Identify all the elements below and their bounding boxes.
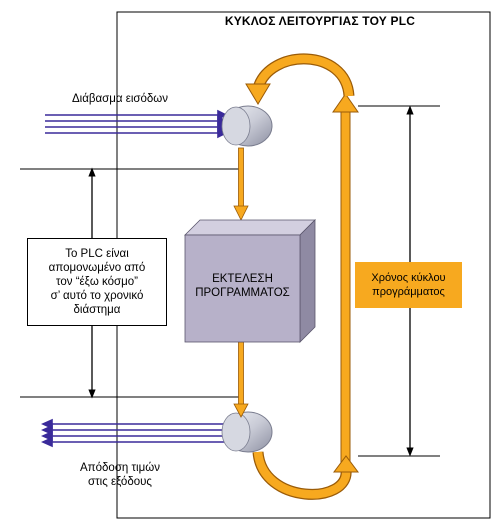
isolation-note-line-3: τον “έξω κόσμο” — [56, 276, 138, 288]
isolation-note-box: Το PLC είναι απομονωμένο από τον “έξω κό… — [27, 238, 167, 326]
input-signal-lines — [45, 109, 228, 139]
isolation-note-line-1: Το PLC είναι — [65, 248, 129, 260]
cycle-time-line-1: Χρόνος κύκλου — [371, 272, 446, 284]
program-execution-line-1: ΕΚΤΕΛΕΣΗ — [212, 273, 273, 285]
program-execution-label: ΕΚΤΕΛΕΣΗ ΠΡΟΓΡΑΜΜΑΤΟΣ — [185, 272, 300, 300]
input-read-node — [221, 105, 273, 147]
read-inputs-label: Διάβασμα εισόδων — [71, 93, 169, 105]
write-outputs-line-2: στις εξόδους — [88, 476, 152, 488]
cycle-return-loop — [245, 53, 359, 500]
program-execution-block — [184, 219, 316, 343]
write-outputs-line-1: Απόδοση τιμών — [80, 462, 160, 474]
write-outputs-label: Απόδοση τιμών στις εξόδους — [40, 461, 200, 489]
output-signal-lines — [41, 418, 230, 448]
flow-arrow-input-to-program — [233, 147, 249, 221]
output-write-node — [221, 411, 273, 453]
flow-arrow-program-to-output — [233, 341, 249, 418]
cycle-time-line-2: προγράμματος — [372, 286, 445, 298]
isolation-note-line-4: σ’ αυτό το χρονικό — [50, 290, 144, 302]
isolation-note-line-5: διάστημα — [73, 304, 121, 316]
program-execution-line-2: ΠΡΟΓΡΑΜΜΑΤΟΣ — [195, 287, 290, 299]
diagram-title: ΚΥΚΛΟΣ ΛΕΙΤΟΥΡΓΙΑΣ ΤΟΥ PLC — [224, 14, 416, 28]
cycle-time-box: Χρόνος κύκλου προγράμματος — [355, 262, 462, 308]
isolation-note-line-2: απομονωμένο από — [48, 262, 146, 274]
